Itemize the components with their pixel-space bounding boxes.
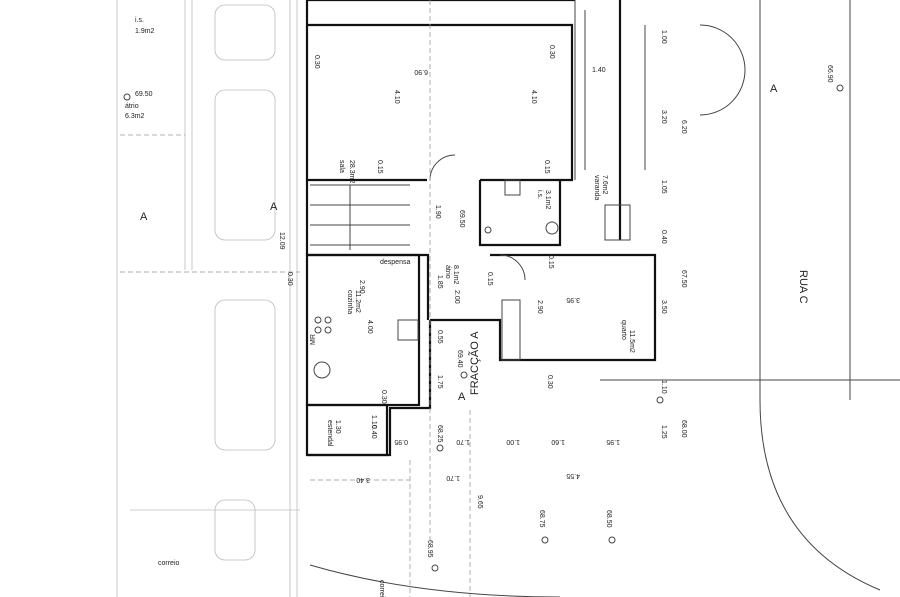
dim: 0.40 — [370, 425, 377, 439]
room-estendal: estendal — [326, 420, 333, 447]
dim: 4.55 — [566, 472, 580, 479]
room-atrio1-area: 6.3m2 — [125, 113, 145, 120]
dim: 9.65 — [476, 495, 483, 509]
dim: 2.90 — [358, 280, 365, 294]
fraction-label: FRACÇÃO A — [468, 331, 481, 395]
dim: 4.10 — [393, 90, 400, 104]
dim: 0.15 — [547, 255, 554, 269]
north-arrow: A — [458, 391, 466, 403]
dim: 0.30 — [548, 45, 555, 59]
room-is2: i.s. — [536, 190, 543, 199]
level: 68.50 — [605, 510, 612, 528]
dim: 0.15 — [486, 272, 493, 286]
mailbox-label: correio — [158, 560, 180, 567]
level: 67.50 — [680, 270, 687, 288]
dim: 1.00 — [660, 30, 667, 44]
room-is2-area: 3.1m2 — [544, 190, 551, 210]
dim: 0.55 — [436, 330, 443, 344]
level: 68.95 — [426, 540, 433, 558]
dim: 6.90 — [414, 68, 428, 75]
dim: 1.70 — [446, 474, 460, 481]
room-varanda: varanda — [593, 175, 600, 200]
room-sala-area: 28.3m2 — [348, 160, 355, 183]
north-arrow: A — [140, 211, 148, 223]
level: 68.00 — [680, 420, 687, 438]
mailbox-label: correio — [378, 580, 385, 597]
room-is1-area: 1.9m2 — [135, 28, 155, 35]
dim: 4.00 — [366, 320, 373, 334]
dim: 2.00 — [453, 290, 460, 304]
dim: 1.70 — [456, 438, 470, 445]
dim: 1.05 — [660, 180, 667, 194]
dim: 0.30 — [286, 272, 293, 286]
details — [309, 0, 900, 597]
room-atrio1: átrio — [125, 103, 139, 110]
dim: 1.25 — [660, 425, 667, 439]
level: 68.75 — [538, 510, 545, 528]
dim: 0.30 — [380, 390, 387, 404]
dim: 1.90 — [434, 205, 441, 219]
dim: 0.30 — [313, 55, 320, 69]
dim: 1.10 — [660, 380, 667, 394]
level: 69.40 — [456, 350, 463, 368]
level: 69.50 — [135, 91, 153, 98]
dim: 1.75 — [436, 375, 443, 389]
dim: 1.85 — [436, 275, 443, 289]
dim: 3.20 — [660, 110, 667, 124]
dim: 1.95 — [606, 438, 620, 445]
dim: 3.40 — [356, 476, 370, 483]
dim: 3.95 — [566, 296, 580, 303]
room-estendal-area: 1.30 — [334, 420, 341, 434]
level: 66.90 — [826, 65, 833, 83]
room-varanda-area: 7.6m2 — [601, 175, 608, 195]
dim: 1.60 — [551, 438, 565, 445]
parking-lines — [116, 0, 300, 597]
room-atrio2-area: 8.1m2 — [452, 265, 459, 285]
dim: 4.10 — [530, 90, 537, 104]
dim: 3.50 — [660, 300, 667, 314]
dim: 0.95 — [394, 438, 408, 445]
dim: 0.30 — [546, 375, 553, 389]
mr-label: MR — [310, 334, 317, 345]
section-marker: A — [770, 83, 778, 95]
room-sala: sala — [338, 160, 345, 173]
level-markers — [123, 84, 844, 572]
room-cozinha: cozinha — [346, 290, 353, 314]
dim: 1.10 — [370, 415, 377, 429]
dim: 0.15 — [376, 160, 383, 174]
dim: 12.09 — [278, 232, 285, 250]
dim: 2.90 — [536, 300, 543, 314]
room-atrio2: átrio — [444, 265, 451, 279]
section-marker: A — [270, 201, 278, 213]
dim: 6.20 — [680, 120, 687, 134]
room-quarto-area: 11.5m2 — [628, 330, 635, 353]
street-label: RUA C — [797, 270, 809, 304]
level: 68.25 — [436, 425, 443, 443]
room-quarto: quarto — [620, 320, 627, 340]
dim: 1.00 — [506, 438, 520, 445]
dim: 0.15 — [543, 160, 550, 174]
level: 69.50 — [458, 210, 465, 228]
dim: 1.40 — [592, 67, 606, 74]
room-is1: i.s. — [135, 17, 144, 24]
dim: 0.40 — [660, 230, 667, 244]
room-cozinha-area: 11.2m2 — [354, 290, 361, 313]
room-despensa: despensa — [380, 259, 410, 266]
